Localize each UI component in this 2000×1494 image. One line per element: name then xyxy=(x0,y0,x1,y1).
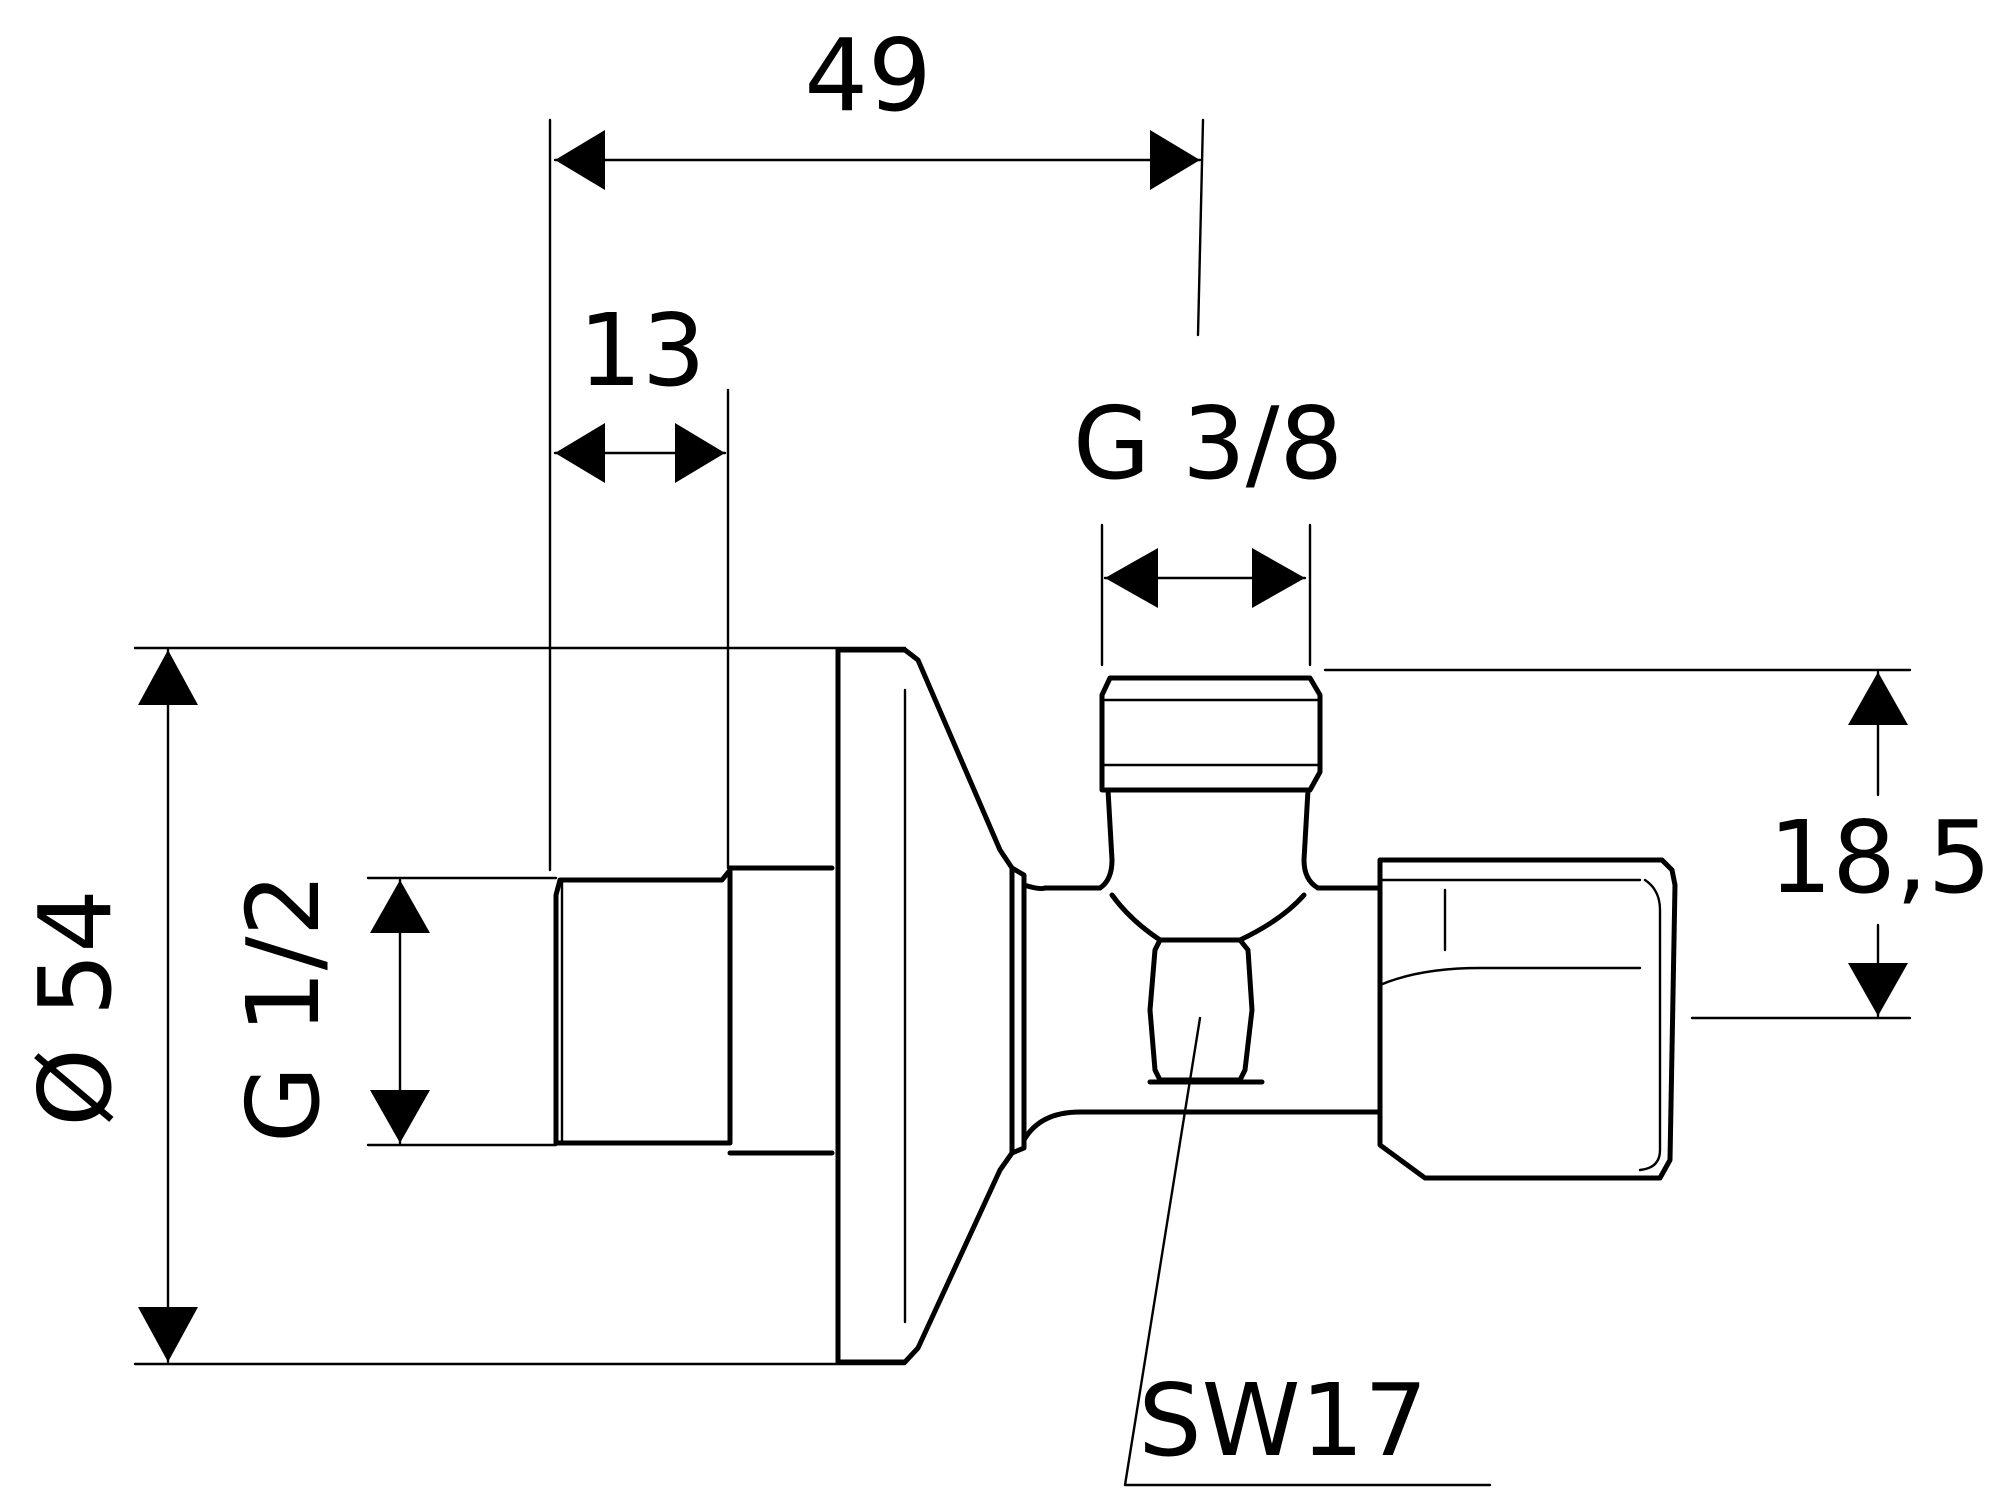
cap-inner-edge xyxy=(1638,878,1662,1172)
inlet-thread xyxy=(553,867,733,1146)
label-inlet-thread-length: 13 xyxy=(578,292,705,409)
cap-bevel xyxy=(1378,878,1642,987)
body-to-outlet-left xyxy=(1097,787,1115,891)
valve-body xyxy=(553,647,1678,1365)
leader-line-sw17 xyxy=(1123,1016,1492,1487)
wrench-hex-neck-left xyxy=(1109,892,1163,943)
label-rosette-diameter: Ø 54 xyxy=(17,889,134,1127)
arrow-185-bottom xyxy=(1848,963,1908,1016)
rosette-ring xyxy=(1009,865,1027,1156)
dimension-labels: 49 13 G 3/8 18,5 SW17 Ø 54 G 1/2 xyxy=(17,17,1991,1479)
arrow-d54-top xyxy=(138,650,198,705)
label-outlet-height: 18,5 xyxy=(1769,799,1992,916)
arrow-d54-bottom xyxy=(138,1307,198,1362)
arrow-g12-bottom xyxy=(370,1090,430,1143)
label-overall-length: 49 xyxy=(804,17,931,134)
label-outlet-thread: G 3/8 xyxy=(1073,385,1343,502)
arrow-49-right xyxy=(1150,130,1200,190)
arrow-g12-top xyxy=(370,880,430,933)
dimension-lines xyxy=(133,118,1912,1487)
wrench-hex-neck-right xyxy=(1237,892,1307,943)
wall-rosette xyxy=(835,647,1015,1365)
outlet-thread xyxy=(1099,675,1323,793)
valve-cap xyxy=(1377,857,1678,1181)
arrow-g38-left xyxy=(1105,548,1158,608)
arrow-13-left xyxy=(555,423,605,483)
body-to-outlet-right xyxy=(1301,787,1321,891)
arrow-13-right xyxy=(675,423,725,483)
arrow-49-left xyxy=(555,130,605,190)
label-inlet-thread: G 1/2 xyxy=(225,873,342,1143)
wrench-hex xyxy=(1147,937,1255,1083)
arrow-g38-right xyxy=(1252,548,1305,608)
extension-line-outlet-axis xyxy=(1196,118,1205,337)
main-body-top xyxy=(1021,882,1103,892)
main-body-bottom xyxy=(1021,1109,1383,1143)
arrow-185-top xyxy=(1848,672,1908,725)
label-wrench-size: SW17 xyxy=(1138,1362,1428,1479)
